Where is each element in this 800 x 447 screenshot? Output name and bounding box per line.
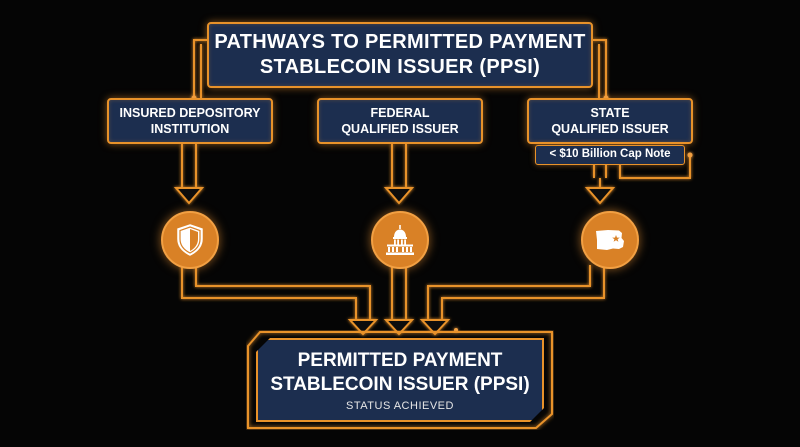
pathway-insured-depository: INSURED DEPOSITORY INSTITUTION: [107, 98, 273, 144]
result-ppsi-box: PERMITTED PAYMENT STABLECOIN ISSUER (PPS…: [256, 338, 544, 422]
shield-icon: [161, 211, 219, 269]
cap-note: < $10 Billion Cap Note: [535, 145, 685, 165]
arrow-result-left: [347, 319, 379, 336]
arrow-federal: [383, 187, 415, 205]
title-line-1: PATHWAYS TO PERMITTED PAYMENT: [214, 31, 586, 53]
pathway-label-line-2: INSTITUTION: [150, 122, 230, 136]
state-map-icon: [581, 211, 639, 269]
result-line-2: STABLECOIN ISSUER (PPSI): [270, 373, 530, 395]
arrow-result-right: [419, 319, 451, 336]
result-frame: [247, 331, 553, 429]
pathway-state-qualified-issuer: STATE QUALIFIED ISSUER: [527, 98, 693, 144]
diagram-title: PATHWAYS TO PERMITTED PAYMENT STABLECOIN…: [207, 22, 593, 88]
result-line-1: PERMITTED PAYMENT: [297, 349, 503, 371]
title-line-2: STABLECOIN ISSUER (PPSI): [259, 56, 541, 78]
pathway-label-line-2: QUALIFIED ISSUER: [551, 122, 669, 136]
arrow-insured: [173, 187, 205, 205]
pathway-federal-qualified-issuer: FEDERAL QUALIFIED ISSUER: [317, 98, 483, 144]
pathway-label-line-2: QUALIFIED ISSUER: [341, 122, 459, 136]
capitol-building-icon: [371, 211, 429, 269]
pathway-label-line-1: FEDERAL: [370, 106, 430, 120]
status-label: STATUS ACHIEVED: [346, 399, 454, 412]
arrow-state: [584, 187, 616, 205]
pathway-label-line-1: INSURED DEPOSITORY: [119, 106, 261, 120]
pathway-label-line-1: STATE: [590, 106, 630, 120]
arrow-result-middle: [383, 319, 415, 336]
